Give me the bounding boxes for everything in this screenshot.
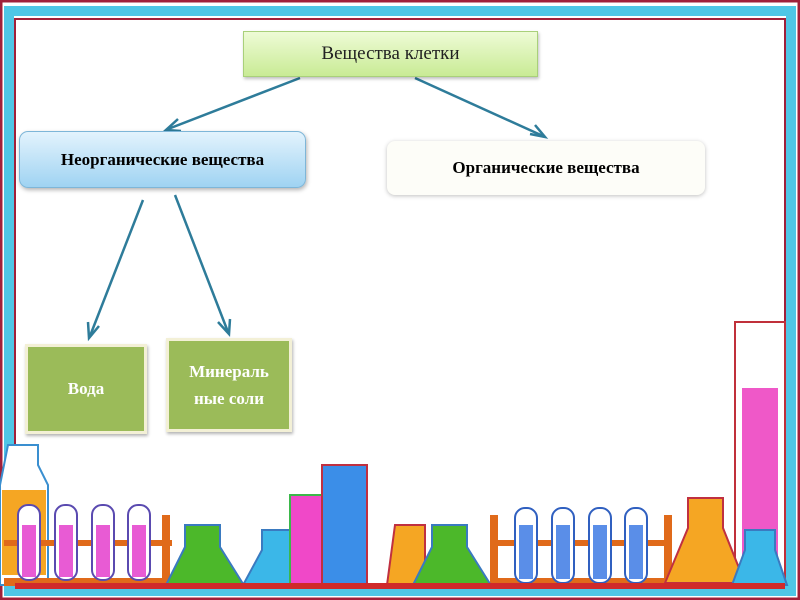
node-water: Вода <box>25 344 147 434</box>
root-node-label: Вещества клетки <box>321 43 460 64</box>
water-label: Вода <box>67 379 105 399</box>
node-inorganic-substances: Неорганические вещества <box>19 131 306 188</box>
root-node-cell-substances: Вещества клетки <box>243 31 538 77</box>
inorganic-label: Неорганические вещества <box>60 149 265 169</box>
salts-label-line1: Минераль <box>189 361 269 381</box>
node-organic-substances: Органические вещества <box>387 141 705 195</box>
glassware-decoration <box>0 321 789 589</box>
organic-label: Органические вещества <box>452 158 640 177</box>
arrows <box>86 76 549 342</box>
node-mineral-salts: Минераль ные соли <box>166 338 292 432</box>
salts-label-line2: ные соли <box>193 389 265 408</box>
